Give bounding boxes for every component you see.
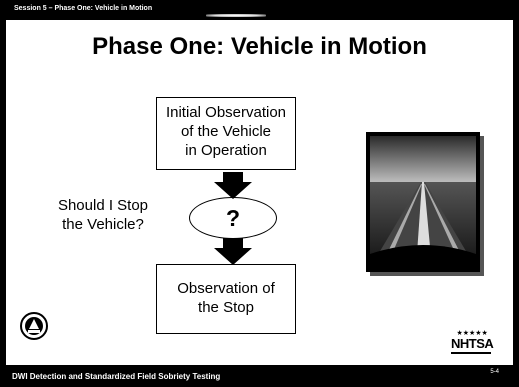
- session-label: Session 5 – Phase One: Vehicle in Motion: [14, 5, 153, 12]
- nhtsa-stars: ★★★★★: [456, 330, 488, 337]
- page-number: 5-4: [490, 369, 499, 375]
- stop-observation-box: Observation of the Stop: [156, 264, 296, 334]
- decision-question-line-2: the Vehicle?: [62, 216, 144, 233]
- nhtsa-wordmark: NHTSA: [451, 336, 494, 351]
- course-title: DWI Detection and Standardized Field Sob…: [12, 372, 221, 381]
- down-arrow-icon: [214, 238, 252, 265]
- decision-question: Should I Stop the Vehicle?: [34, 196, 172, 234]
- header-highlight: [206, 14, 266, 17]
- stop-observation-line-2: the Stop: [198, 299, 254, 316]
- initial-observation-line-2: of the Vehicle: [180, 123, 272, 140]
- header-bar: Session 5 – Phase One: Vehicle in Motion: [6, 0, 513, 20]
- nhtsa-logo: ★★★★★ NHTSA: [451, 330, 494, 354]
- initial-observation-line-1: Initial Observation: [165, 104, 287, 121]
- question-mark: ?: [225, 205, 241, 231]
- footer-bar: DWI Detection and Standardized Field Sob…: [6, 365, 513, 387]
- decision-ellipse: ?: [189, 197, 277, 239]
- slide: Session 5 – Phase One: Vehicle in Motion…: [6, 0, 513, 387]
- decision-question-line-1: Should I Stop: [57, 197, 149, 214]
- initial-observation-line-3: in Operation: [185, 142, 267, 159]
- stop-observation-line-1: Observation of: [177, 280, 275, 297]
- down-arrow-icon: [214, 172, 252, 199]
- nhtsa-underline: [451, 352, 491, 354]
- dot-seal-logo: [20, 312, 48, 340]
- road-photo: [366, 132, 480, 272]
- initial-observation-box: Initial Observation of the Vehicle in Op…: [156, 97, 296, 170]
- slide-title: Phase One: Vehicle in Motion: [92, 33, 427, 60]
